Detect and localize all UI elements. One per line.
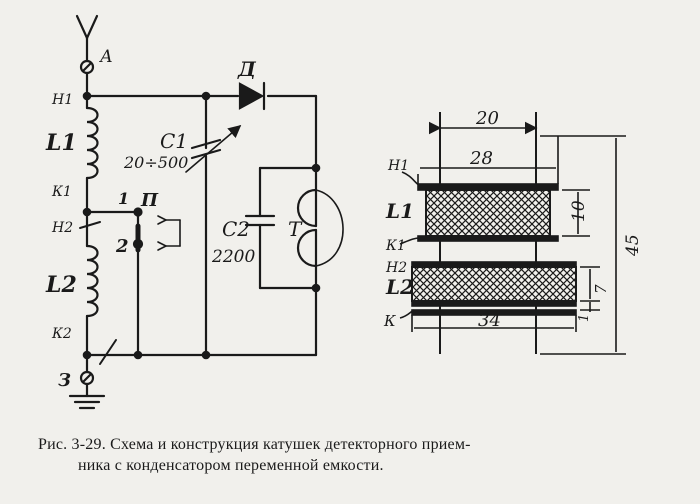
label-antenna: А bbox=[99, 47, 113, 67]
winding-l1 bbox=[425, 189, 551, 237]
construction-labels: 20 28 10 45 7 1 34 Н1 L1 К1 Н2 L2 К bbox=[383, 108, 643, 331]
schematic-labels: А З Д П 1 2 Т L1 L2 Н1 К1 Н2 К2 С1 20÷50… bbox=[45, 47, 303, 391]
label-coil-l1: L1 bbox=[45, 130, 77, 156]
label-ground: З bbox=[58, 370, 71, 391]
label-switch-pos2: 2 bbox=[115, 236, 129, 257]
label-switch: П bbox=[140, 190, 159, 211]
label-tap-h1: Н1 bbox=[51, 92, 73, 108]
dim-coil2: 7 bbox=[592, 284, 610, 294]
label-c-h2: Н2 bbox=[385, 260, 407, 276]
label-c-k1: К1 bbox=[385, 238, 406, 254]
schematic bbox=[68, 14, 344, 410]
ground-symbol bbox=[68, 353, 106, 410]
label-c-l2: L2 bbox=[385, 275, 414, 299]
coil-l1-symbol bbox=[85, 94, 99, 214]
label-c-k: К bbox=[383, 312, 396, 330]
label-c-l1: L1 bbox=[385, 199, 414, 223]
coil-construction bbox=[399, 112, 626, 355]
winding-l2 bbox=[411, 266, 577, 302]
label-tap-k1: К1 bbox=[51, 184, 72, 200]
headphones-symbol bbox=[296, 188, 344, 268]
coil-l2-symbol bbox=[85, 210, 99, 357]
figure-caption: Рис. 3-29. Схема и конструкция катушек д… bbox=[38, 434, 678, 476]
base-plate bbox=[411, 309, 577, 316]
label-coil-l2: L2 bbox=[45, 272, 77, 298]
label-cap-c2-value: 2200 bbox=[211, 247, 255, 267]
caption-line-2: ника с конденсатором переменной емкости. bbox=[78, 457, 384, 474]
dim-coil1: 10 bbox=[569, 200, 589, 222]
antenna-symbol bbox=[75, 14, 99, 75]
label-cap-c2: С2 bbox=[222, 217, 250, 241]
label-tap-h2: Н2 bbox=[51, 220, 73, 236]
label-c-h1: Н1 bbox=[387, 158, 409, 174]
capacitor-c1-symbol bbox=[185, 94, 242, 357]
dim-total: 45 bbox=[623, 234, 643, 257]
caption-line-1: Рис. 3-29. Схема и конструкция катушек д… bbox=[38, 436, 471, 453]
label-cap-c1-value: 20÷500 bbox=[123, 153, 188, 172]
dim-base: 34 bbox=[478, 310, 501, 331]
diode-symbol bbox=[238, 81, 266, 111]
dim-gap: 1 bbox=[577, 314, 592, 322]
label-cap-c1: С1 bbox=[160, 129, 188, 153]
flange-bottom bbox=[411, 300, 577, 307]
flange-mid bbox=[417, 235, 559, 242]
label-diode: Д bbox=[237, 57, 257, 81]
capacitor-c2-symbol bbox=[244, 166, 318, 290]
switch-symbol bbox=[132, 207, 181, 357]
label-switch-pos1: 1 bbox=[118, 189, 129, 208]
label-tap-k2: К2 bbox=[51, 326, 72, 342]
dim-flange: 28 bbox=[469, 148, 493, 169]
label-headphones: Т bbox=[288, 217, 303, 241]
dim-core: 20 bbox=[475, 108, 499, 129]
